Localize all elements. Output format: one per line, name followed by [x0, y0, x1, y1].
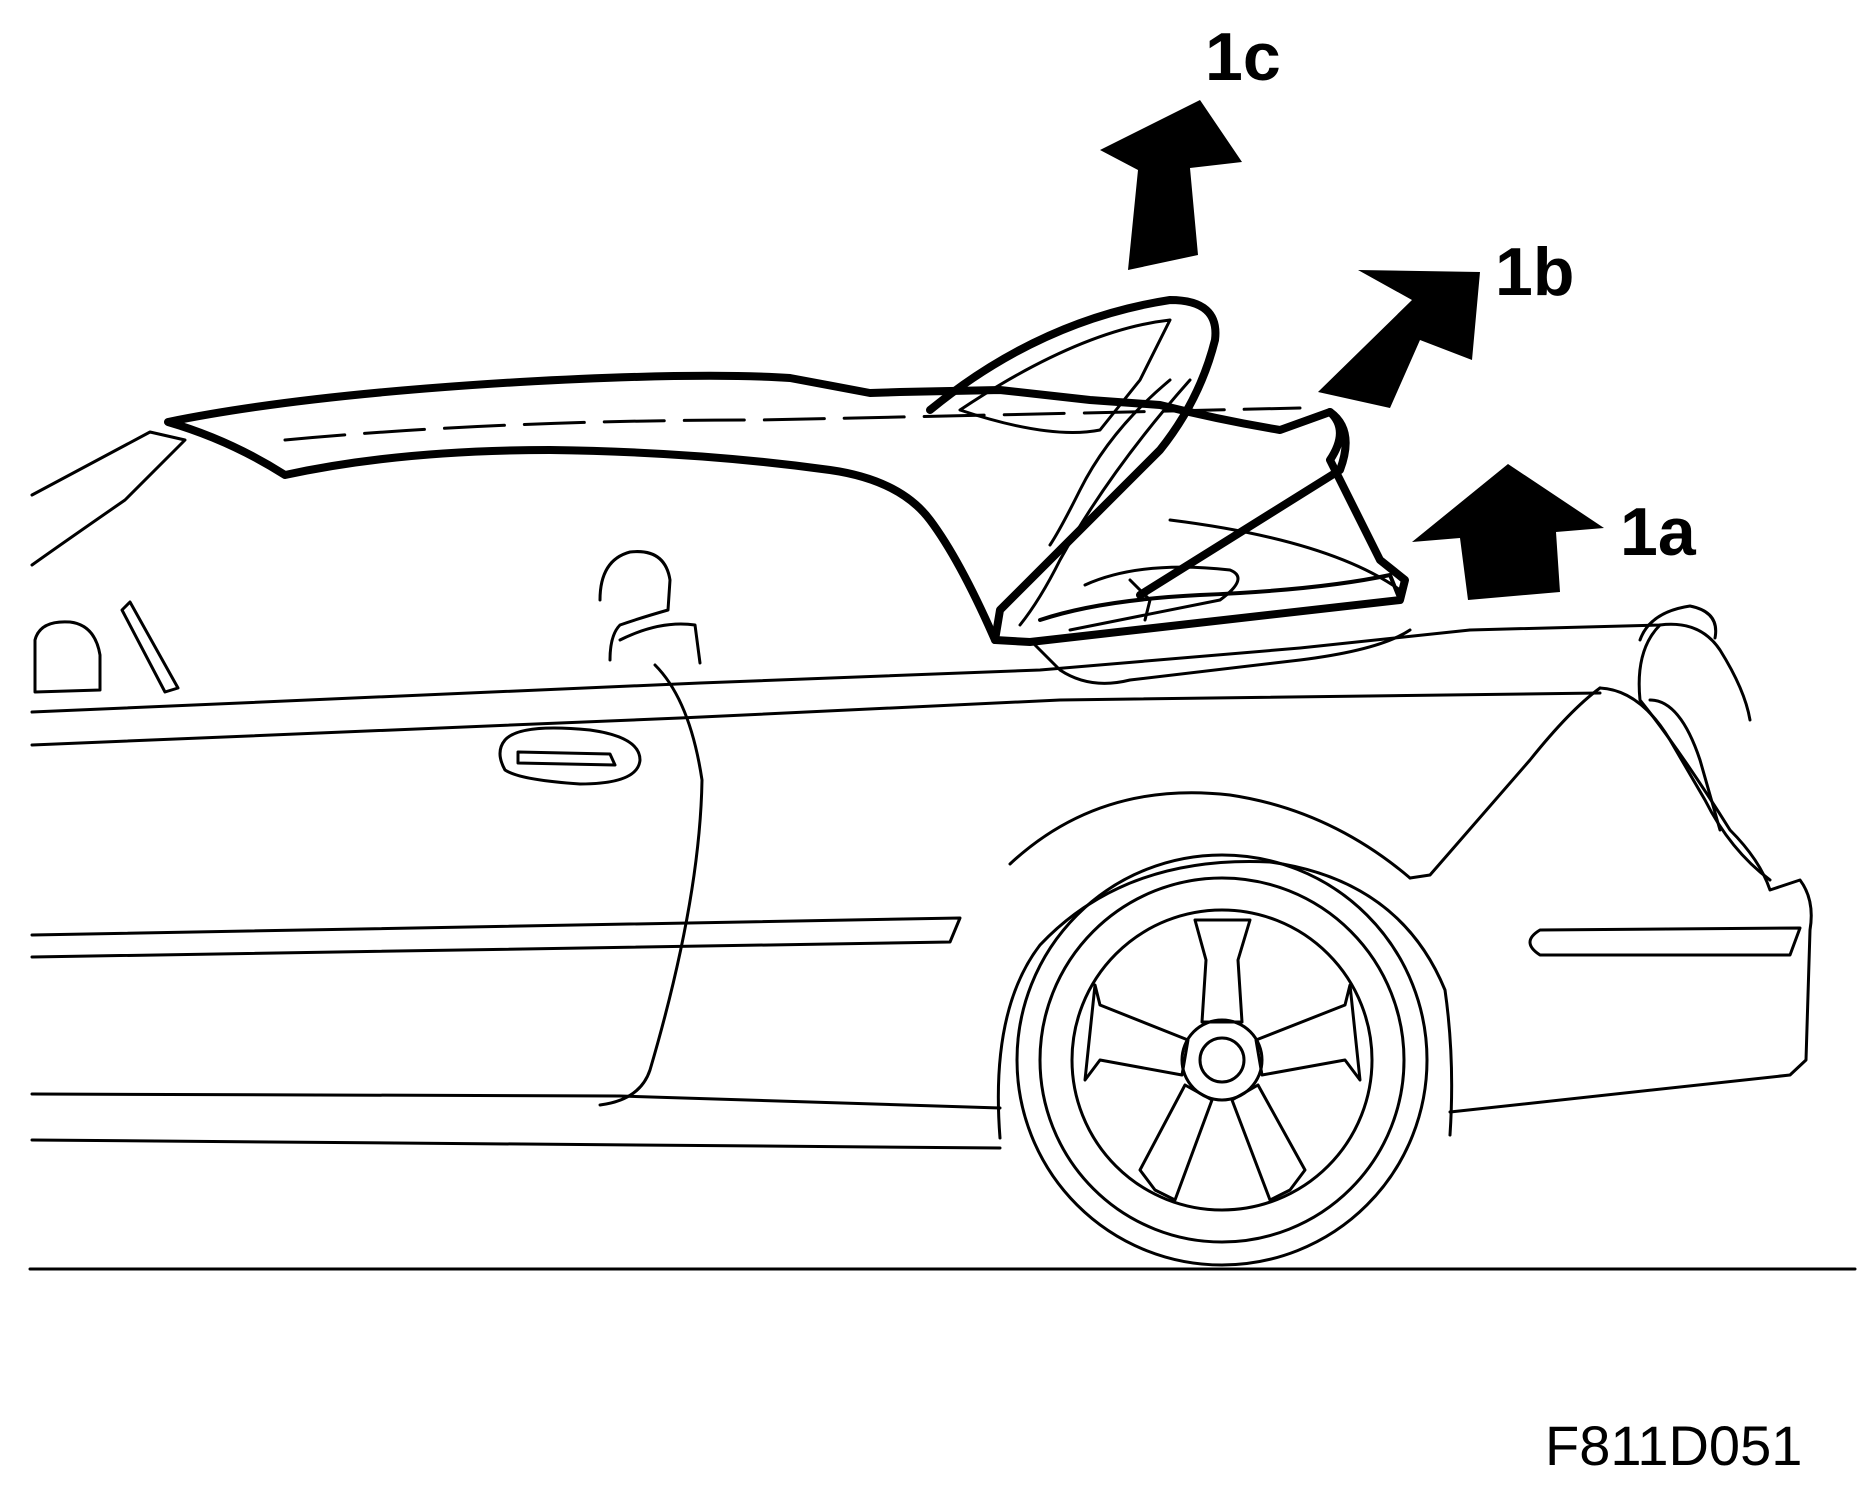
- figure-code: F811D051: [1545, 1414, 1802, 1477]
- soft-top-roof: [164, 296, 1409, 646]
- callout-label-1c: 1c: [1205, 19, 1281, 95]
- arrow-1a: [1412, 464, 1604, 600]
- arrow-1b: [1318, 270, 1480, 408]
- rear-wheel: [1015, 853, 1429, 1267]
- callout-label-1a: 1a: [1620, 494, 1697, 570]
- callout-label-1b: 1b: [1495, 234, 1574, 310]
- arrow-1c: [1100, 100, 1242, 270]
- car-body: [30, 430, 1813, 1150]
